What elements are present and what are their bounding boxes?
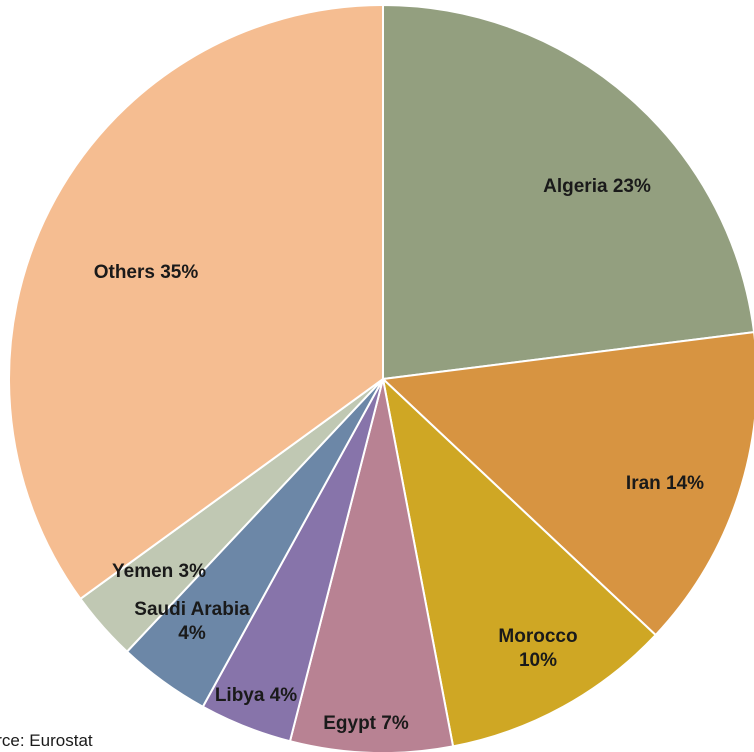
slices-layer [8,4,754,752]
slice-label-yemen: Yemen 3% [112,561,206,582]
source-note: Source: Eurostat [0,731,93,750]
slice-label-libya: Libya 4% [215,685,297,706]
slice-label-others: Others 35% [94,262,199,283]
slice-label-iran: Iran 14% [626,473,704,494]
pie-slice-others [8,4,384,600]
pie-slice-iran [382,331,754,637]
pie-slice-algeria [382,4,754,380]
pie-slice-morocco [382,378,657,748]
slice-label-egypt: Egypt 7% [323,713,409,734]
pie-slice-egypt [288,378,455,752]
slice-label-algeria: Algeria 23% [543,176,651,197]
